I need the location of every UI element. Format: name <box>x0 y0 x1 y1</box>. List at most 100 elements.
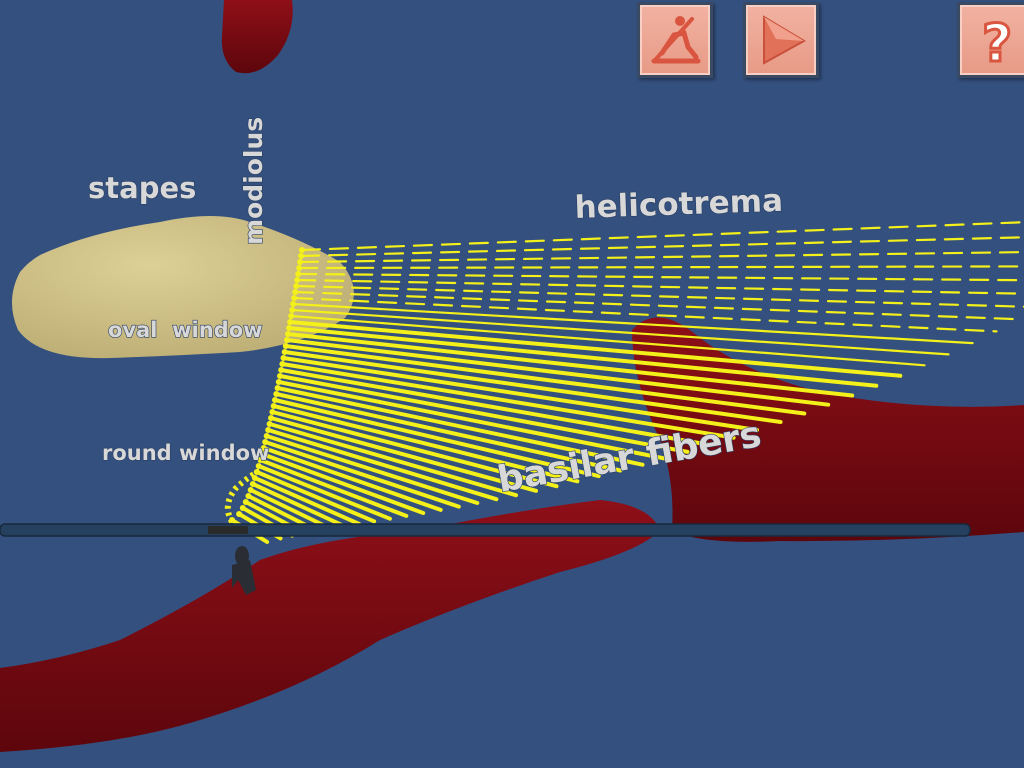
help-button[interactable]: ? <box>957 2 1024 78</box>
basilar-fiber <box>295 284 1024 308</box>
fiber-root <box>236 511 243 517</box>
label-round-window: round window <box>102 441 269 465</box>
basilar-fiber <box>263 440 461 509</box>
basilar-fiber <box>261 446 443 512</box>
basilar-fiber <box>297 272 1024 282</box>
basilar-fiber <box>280 362 736 440</box>
fiber-root <box>245 493 252 499</box>
basilar-fiber <box>252 476 361 526</box>
fiber-root <box>279 361 286 367</box>
basilar-fiber <box>290 314 926 367</box>
fiber-root <box>278 367 285 373</box>
fiber-root <box>288 313 295 319</box>
probe-figure <box>232 546 256 595</box>
question-mark-icon: ? <box>981 13 1014 76</box>
basilar-fiber <box>271 404 580 484</box>
modiolus-top <box>221 0 293 74</box>
fiber-root <box>257 457 264 463</box>
fiber-root <box>268 415 274 421</box>
fiber-root <box>273 391 280 397</box>
fiber-root <box>255 463 262 469</box>
basilar-fiber <box>273 398 601 479</box>
stapes-body <box>11 216 354 359</box>
fiber-root <box>294 277 301 283</box>
basilar-fiber <box>270 410 559 489</box>
basilar-fiber <box>266 428 499 502</box>
basilar-fiber <box>269 416 538 493</box>
basilar-fibers-group <box>224 221 1024 544</box>
basilar-fiber <box>250 482 347 529</box>
fiber-root <box>290 301 297 307</box>
basilar-fiber <box>254 470 377 524</box>
label-modiolus: modiolus <box>239 117 268 245</box>
fiber-root <box>262 439 269 445</box>
basilar-fiber <box>287 326 879 388</box>
fiber-root <box>272 397 278 403</box>
fiber-root <box>287 319 294 325</box>
play-button[interactable] <box>743 2 819 78</box>
fiber-root <box>295 271 302 277</box>
axis-bar <box>0 523 971 537</box>
fiber-root <box>263 433 270 439</box>
basilar-fiber <box>292 302 974 345</box>
fiber-root <box>291 295 298 301</box>
basilar-fiber <box>299 251 1024 264</box>
basilar-fiber <box>281 356 759 432</box>
basilar-fiber <box>300 221 1024 252</box>
basilar-fiber <box>293 296 998 333</box>
label-helicotrema: helicotrema <box>574 183 784 226</box>
basilar-fiber <box>294 290 1022 321</box>
skip-button[interactable] <box>637 2 713 78</box>
basilar-fiber <box>283 344 807 416</box>
basilar-fiber <box>264 434 480 505</box>
fiber-root <box>292 289 299 295</box>
basilar-fiber <box>275 386 645 467</box>
fiber-root <box>286 325 293 331</box>
fiber-loop <box>224 467 264 524</box>
fiber-root <box>247 487 254 493</box>
svg-text:?: ? <box>982 14 1012 74</box>
fiber-root <box>296 265 303 271</box>
fiber-root <box>260 445 267 451</box>
basilar-fiber <box>279 368 713 447</box>
fiber-root <box>282 343 289 349</box>
fiber-root <box>293 283 300 289</box>
label-stapes: stapes <box>88 171 196 205</box>
fiber-root <box>239 505 246 511</box>
fiber-root <box>275 379 282 385</box>
basilar-fiber <box>298 265 1024 270</box>
basilar-fiber <box>260 452 426 515</box>
fiber-root <box>266 421 273 427</box>
basilar-fiber <box>296 278 1024 295</box>
basilar-fiber <box>274 392 623 473</box>
fiber-root <box>269 409 276 415</box>
fiber-root <box>280 355 287 361</box>
basilar-fiber <box>256 464 392 521</box>
fiber-root <box>270 403 277 409</box>
basilar-membrane-right <box>632 317 1024 542</box>
fiber-root <box>281 349 288 355</box>
no-person-icon <box>651 16 701 64</box>
fiber-root <box>298 253 305 259</box>
basilar-fiber <box>282 350 783 424</box>
fiber-root <box>259 451 266 457</box>
fiber-root <box>277 373 283 379</box>
label-oval-window: oval window <box>108 318 263 342</box>
basilar-fiber <box>278 374 690 454</box>
basilar-fiber <box>300 236 1024 258</box>
basilar-fiber <box>276 380 667 461</box>
fiber-root <box>299 247 305 253</box>
basilar-fiber <box>288 320 903 378</box>
basilar-fiber <box>267 422 518 498</box>
axis-marker <box>208 526 248 534</box>
fiber-root <box>274 385 281 391</box>
basilar-fiber <box>286 332 855 398</box>
fiber-root <box>265 427 272 433</box>
basilar-fiber <box>291 308 950 356</box>
fiber-root <box>283 337 290 343</box>
fiber-root <box>297 259 304 265</box>
fiber-root <box>285 331 291 337</box>
basilar-fiber <box>284 338 831 407</box>
play-icon <box>763 15 807 65</box>
